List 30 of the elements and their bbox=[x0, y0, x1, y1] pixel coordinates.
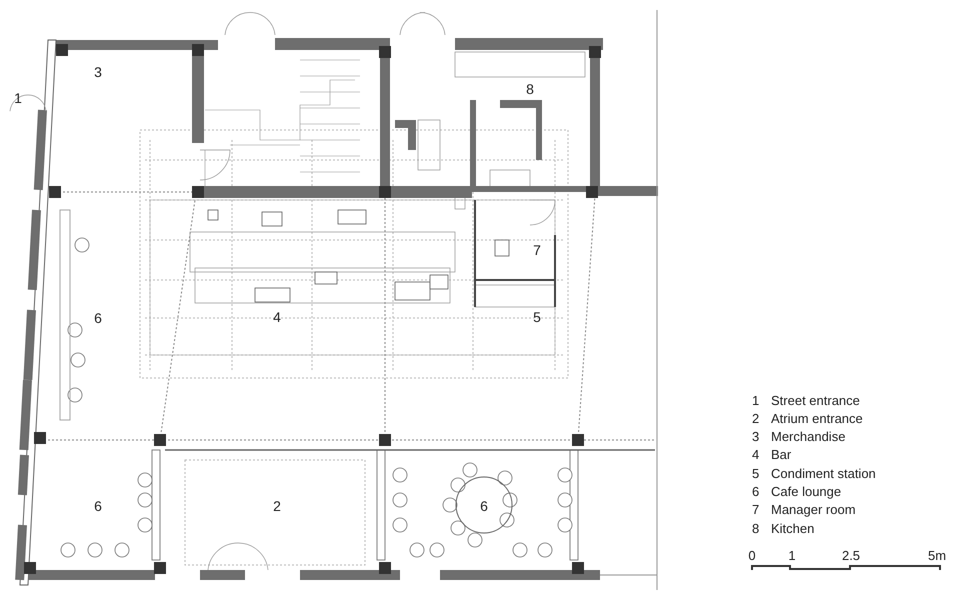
scale-label: 1 bbox=[788, 548, 796, 562]
legend-number: 3 bbox=[752, 430, 760, 444]
scale-label: 2.5 bbox=[842, 548, 860, 562]
room-number: 6 bbox=[94, 311, 102, 325]
room-number: 7 bbox=[533, 243, 541, 257]
legend-number: 2 bbox=[752, 412, 760, 425]
room-number: 5 bbox=[533, 310, 541, 324]
room-number: 6 bbox=[480, 499, 488, 513]
room-number: 2 bbox=[273, 499, 281, 513]
room-number: 3 bbox=[94, 65, 102, 79]
legend-number: 7 bbox=[752, 503, 760, 516]
legend-text: Condiment station bbox=[771, 466, 876, 480]
legend-number: 1 bbox=[752, 394, 760, 406]
legend-text: Street entrance bbox=[771, 394, 860, 406]
legend-number: 5 bbox=[752, 466, 760, 480]
legend-text: Kitchen bbox=[771, 522, 814, 535]
scale-label: 0 bbox=[748, 548, 756, 562]
room-number: 8 bbox=[526, 82, 534, 96]
room-number: 6 bbox=[94, 499, 102, 513]
room-number: 1 bbox=[14, 91, 22, 105]
legend-number: 4 bbox=[752, 448, 760, 462]
legend-text: Bar bbox=[771, 448, 792, 462]
legend-number: 6 bbox=[752, 485, 760, 498]
legend-text: Cafe lounge bbox=[771, 485, 842, 498]
legend-text: Merchandise bbox=[771, 430, 846, 444]
legend-text: Atrium entrance bbox=[771, 412, 863, 425]
legend-number: 8 bbox=[752, 522, 760, 535]
legend-text: Manager room bbox=[771, 503, 856, 516]
room-number: 4 bbox=[273, 310, 281, 324]
scale-label: 5m bbox=[928, 548, 946, 562]
